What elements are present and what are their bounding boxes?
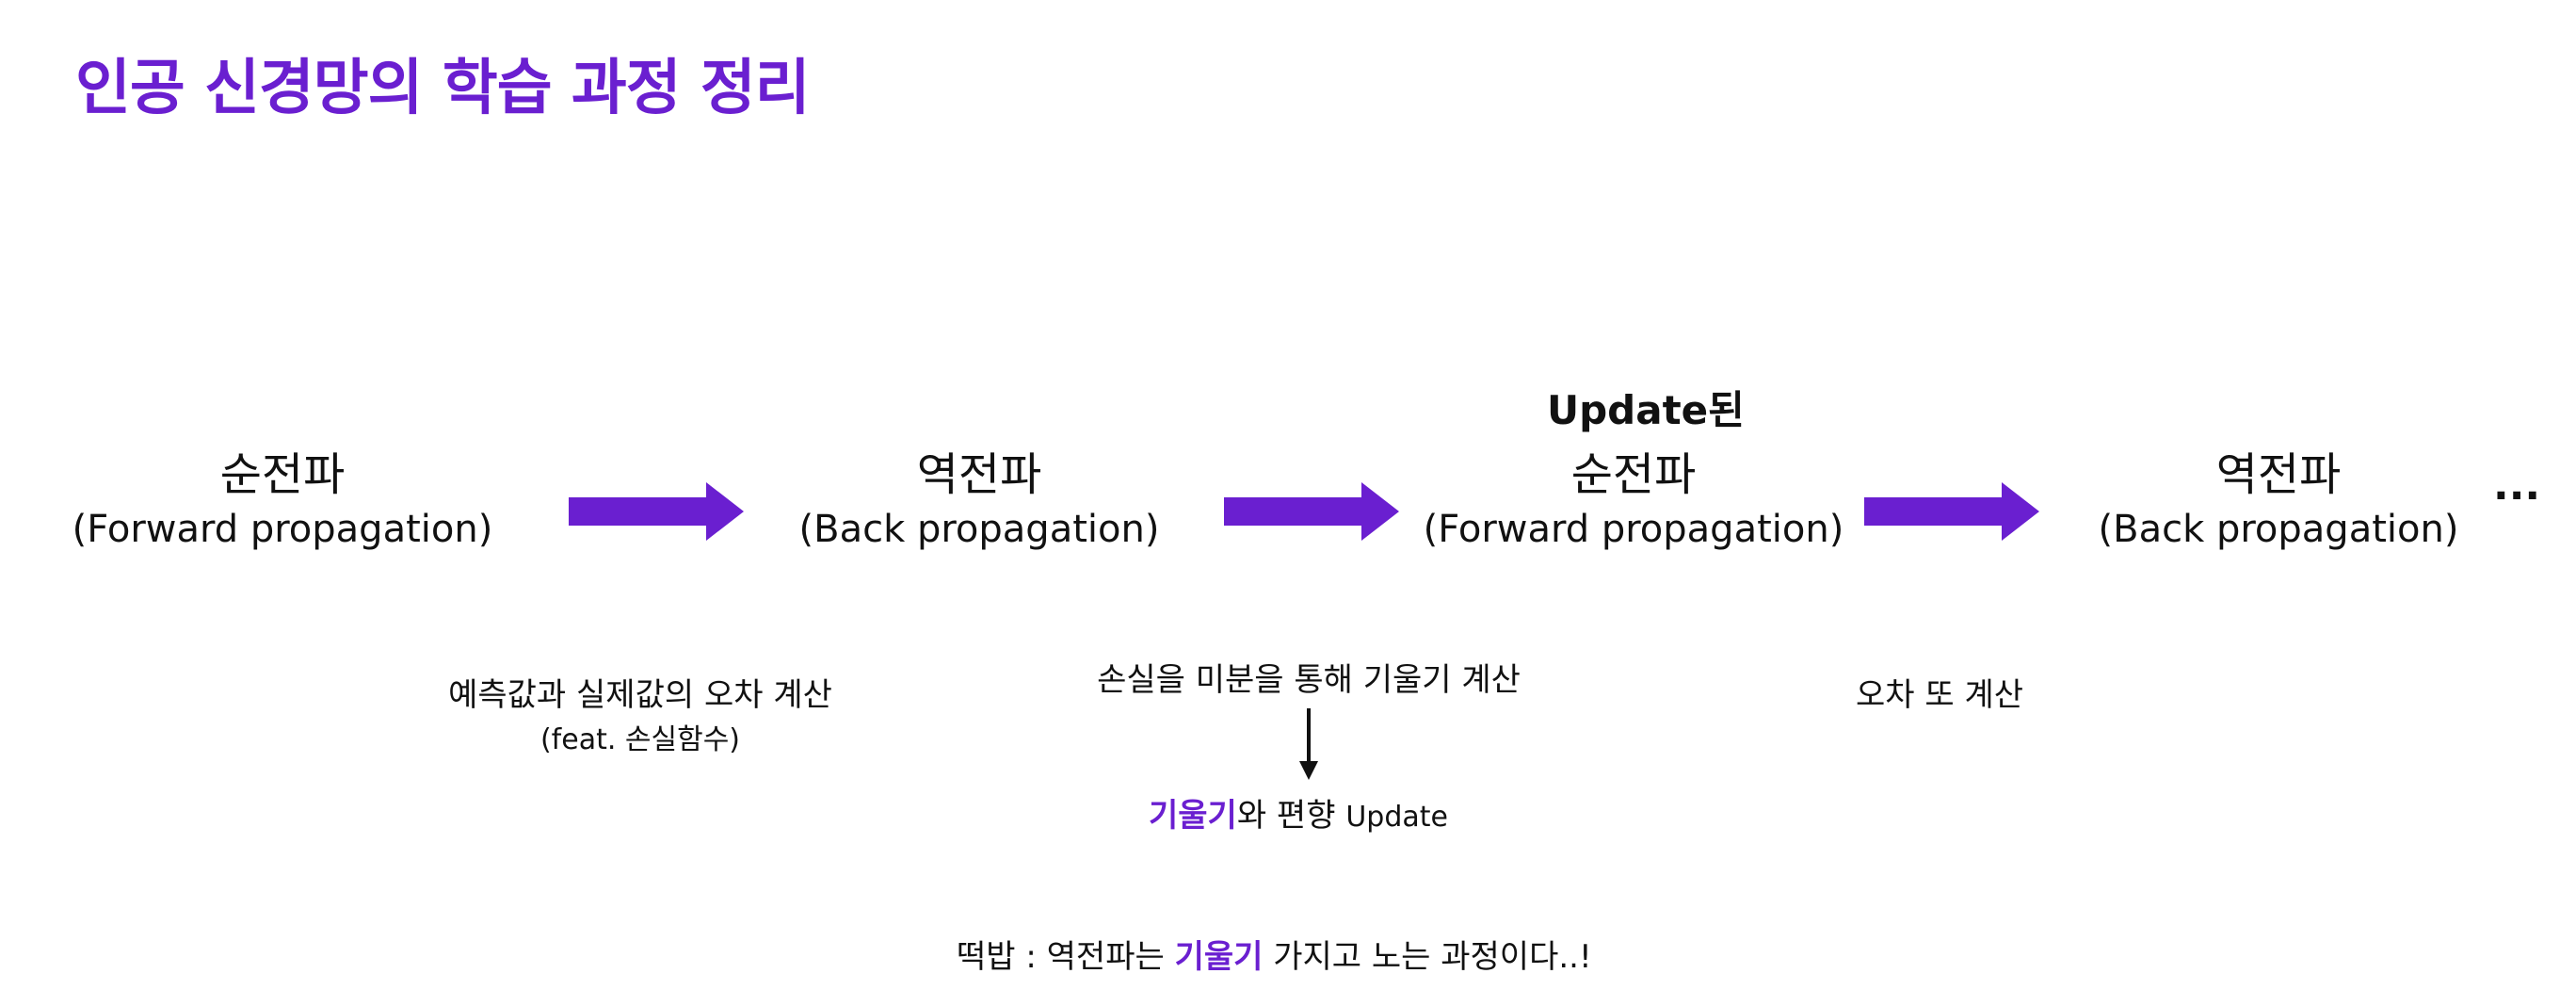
step-forward-1-korean: 순전파 — [219, 448, 346, 501]
note-gradient-update: 기울기와 편향 Update — [1149, 789, 1448, 836]
gradient-update: Update — [1345, 801, 1448, 834]
note-forward-error-text: 예측값과 실제값의 오차 계산 — [448, 676, 832, 714]
step-forward-2: 순전파 (Forward propagation) — [1412, 447, 1855, 557]
step-back-1: 역전파 (Back propagation) — [772, 447, 1186, 557]
step-forward-2-korean: 순전파 — [1570, 448, 1697, 501]
step-back-2-korean: 역전파 — [2215, 448, 2342, 501]
note-backprop-text: 손실을 미분을 통해 기울기 계산 — [1097, 661, 1521, 699]
step-back-1-korean: 역전파 — [916, 448, 1042, 501]
note-forward-error: 예측값과 실제값의 오차 계산 (feat. 손실함수) — [395, 673, 885, 763]
note-forward-again-text: 오차 또 계산 — [1855, 676, 2023, 714]
footer-summary: 떡밥 : 역전파는 기울기 가지고 노는 과정이다..! — [957, 931, 1592, 977]
step-forward-1-english: (Forward propagation) — [72, 508, 493, 551]
gradient-rest: 와 편향 — [1236, 797, 1346, 835]
right-arrow-icon — [1224, 482, 1399, 541]
step-forward-1: 순전파 (Forward propagation) — [66, 447, 499, 557]
right-arrow-icon — [1864, 482, 2039, 541]
footer-highlight: 기울기 — [1174, 938, 1264, 976]
updated-label: Update된 — [1547, 387, 1745, 433]
step-back-2: 역전파 (Back propagation) — [2071, 447, 2486, 557]
page-title: 인공 신경망의 학습 과정 정리 — [75, 54, 811, 123]
down-arrow-icon — [1299, 708, 1318, 780]
continuation-ellipsis: ... — [2493, 462, 2541, 510]
right-arrow-icon — [569, 482, 744, 541]
note-backprop: 손실을 미분을 통해 기울기 계산 — [1045, 657, 1572, 703]
gradient-word: 기울기 — [1149, 797, 1237, 835]
step-back-1-english: (Back propagation) — [798, 508, 1160, 551]
step-forward-2-english: (Forward propagation) — [1423, 508, 1844, 551]
footer-prefix: 떡밥 : 역전파는 — [957, 938, 1175, 976]
footer-suffix: 가지고 노는 과정이다..! — [1263, 938, 1592, 976]
note-forward-error-sub: (feat. 손실함수) — [539, 723, 741, 756]
note-forward-again: 오차 또 계산 — [1817, 673, 2062, 718]
step-back-2-english: (Back propagation) — [2098, 508, 2459, 551]
